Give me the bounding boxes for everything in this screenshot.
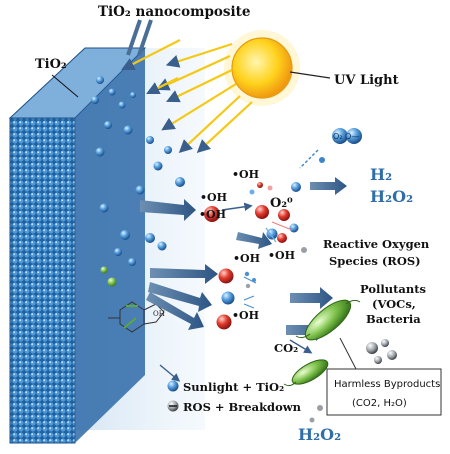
reaction-arrows <box>159 202 313 382</box>
legend-label-1: Sunlight + TiO₂ <box>183 380 284 394</box>
bacteria-icon <box>283 299 361 387</box>
oh-label-4: •OH <box>268 249 295 262</box>
hydroxyl-radical-3 <box>218 268 234 284</box>
hydroxyl-radical-1 <box>204 206 220 222</box>
pollutants-label-line2: (VOCs, <box>372 297 416 311</box>
radical-cluster-top <box>204 182 307 253</box>
legend-ros-icon <box>167 400 179 412</box>
organic-molecule-structure <box>108 301 165 333</box>
ros-blue-particle <box>221 291 235 305</box>
oxygen-molecule <box>299 128 362 169</box>
legend-tio2-icon <box>167 380 179 392</box>
uv-light-pointer <box>289 71 331 79</box>
h2-label: H₂ <box>370 165 392 184</box>
tio2-label: TiO₂ <box>35 57 67 72</box>
ros-label-line1: Reactive Oxygen <box>323 237 430 251</box>
hydroxyl-radical-2 <box>255 205 269 219</box>
inlet-tubes <box>126 19 153 56</box>
ros-label-line2: Species (ROS) <box>329 254 421 268</box>
h2o2-particles <box>309 405 323 423</box>
pollutants-label-line3: Bacteria <box>366 312 421 326</box>
oh-label-1: •OH <box>232 168 259 181</box>
tio2-panel-front <box>9 117 76 444</box>
byproducts-line1: Harmless Byproducts <box>334 379 440 390</box>
byproducts-box <box>326 368 442 416</box>
o2-molecule-label: O₂ O— <box>333 132 359 141</box>
legend-label-2: ROS + Breakdown <box>183 400 302 414</box>
co2-label: CO₂ <box>274 341 298 355</box>
oh-label-5: •OH <box>233 252 260 265</box>
h2o2-bottom-label: H₂O₂ <box>298 425 341 444</box>
uv-light-label: UV Light <box>334 73 399 88</box>
byproduct-droplets-icon <box>366 339 397 364</box>
pollutants-label-line1: Pollutants <box>360 282 426 296</box>
uv-rays <box>121 39 253 153</box>
radical-cluster-bottom <box>216 268 257 330</box>
h2o2-top-label: H₂O₂ <box>370 187 413 206</box>
hydroxyl-radical-4 <box>216 314 232 330</box>
oh-label-6: •OH <box>232 309 259 322</box>
oh-label-2: •OH <box>200 191 227 204</box>
oh-label-3: •OH <box>199 208 226 221</box>
diagram-title: TiO₂ nanocomposite <box>98 4 250 20</box>
tio2-panel-side <box>75 48 145 443</box>
superoxide-label: O₂⁰ <box>270 196 293 211</box>
tio2-particles <box>91 76 185 287</box>
structure-oh-label: OH <box>153 310 165 318</box>
sun-icon <box>224 30 300 106</box>
byproducts-line2: (CO2, H₂O) <box>352 398 407 409</box>
